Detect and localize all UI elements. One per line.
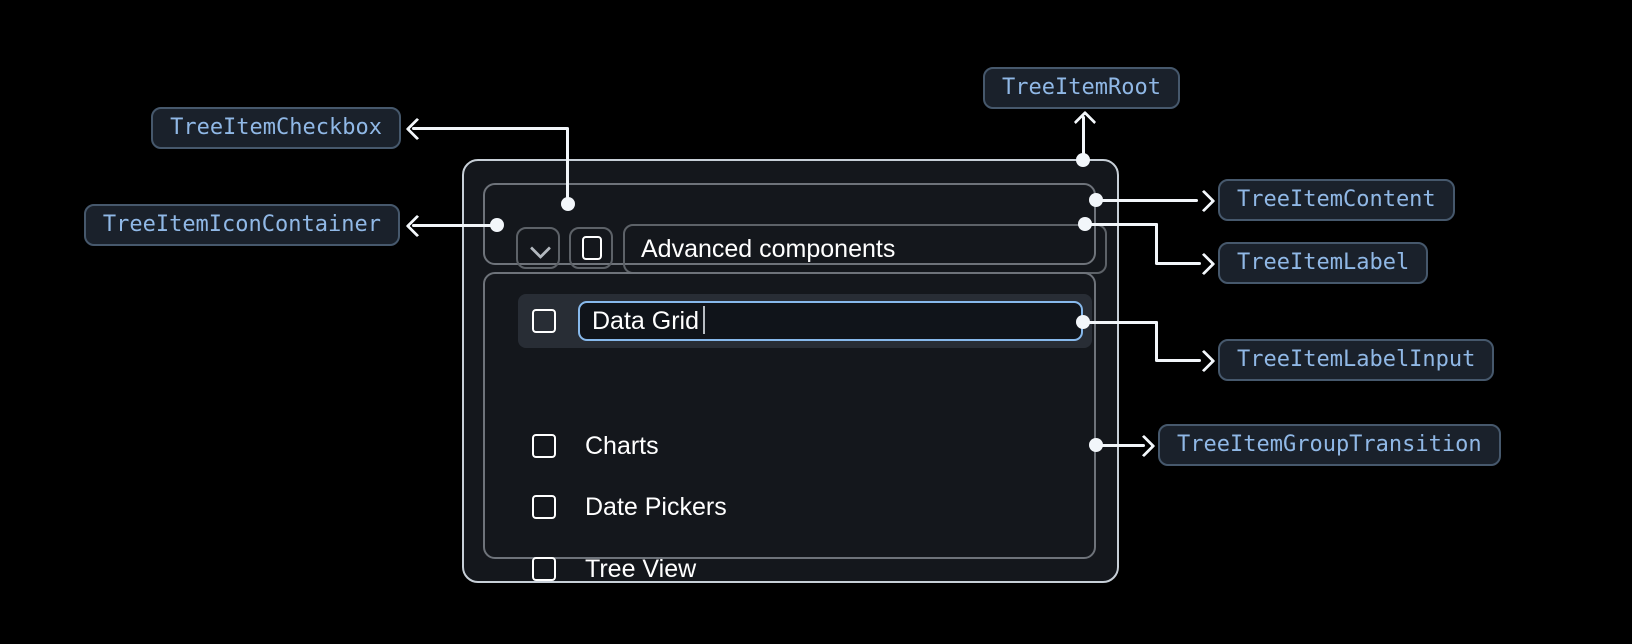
tree-item-row-date-pickers[interactable]: Date Pickers xyxy=(532,486,727,528)
badge-tree-item-group-transition: TreeItemGroupTransition xyxy=(1158,424,1501,466)
arrowhead-up-icon xyxy=(1073,110,1097,134)
checkbox-unchecked-icon[interactable] xyxy=(532,557,556,581)
connector-dot xyxy=(490,218,504,232)
tree-item-label-text: Date Pickers xyxy=(585,492,727,521)
tree-item-row-editing[interactable]: Data Grid xyxy=(518,294,1092,348)
tree-item-row-tree-view[interactable]: Tree View xyxy=(532,548,696,590)
arrowhead-right-icon xyxy=(1192,189,1216,213)
badge-tree-item-content: TreeItemContent xyxy=(1218,179,1455,221)
connector-line xyxy=(1155,358,1201,362)
connector-line xyxy=(566,126,569,205)
badge-tree-item-checkbox: TreeItemCheckbox xyxy=(151,107,401,149)
checkbox-unchecked-icon[interactable] xyxy=(532,434,556,458)
label-input-value: Data Grid xyxy=(592,307,699,335)
connector-line xyxy=(1085,222,1158,226)
connector-line xyxy=(1083,320,1158,324)
connector-line xyxy=(412,126,568,130)
connector-line xyxy=(1096,443,1145,447)
connector-line xyxy=(1082,116,1085,161)
checkbox-unchecked-icon xyxy=(582,236,602,260)
connector-line xyxy=(1155,320,1158,361)
tree-item-icon-container[interactable] xyxy=(516,227,560,269)
tree-item-group-transition: Data Grid Charts Date Pickers Tree View xyxy=(483,272,1096,583)
connector-dot xyxy=(561,197,575,211)
arrowhead-right-icon xyxy=(1192,252,1216,276)
connector-dot xyxy=(1076,153,1090,167)
arrowhead-right-icon xyxy=(1132,434,1156,458)
badge-tree-item-icon-container: TreeItemIconContainer xyxy=(83,204,400,246)
tree-item-label-input[interactable]: Data Grid xyxy=(578,301,1083,341)
connector-line xyxy=(412,223,498,227)
tree-item-label-text: Tree View xyxy=(585,554,697,583)
tree-item-content[interactable]: Advanced components xyxy=(483,183,1107,274)
chevron-down-icon xyxy=(529,237,552,260)
tree-item-label-text: Charts xyxy=(585,431,659,460)
tree-item-checkbox[interactable] xyxy=(569,227,613,269)
tree-item-label-text: Advanced components xyxy=(641,235,896,263)
checkbox-unchecked-icon[interactable] xyxy=(532,495,556,519)
tree-item-root: Advanced components Data Grid Charts Dat… xyxy=(462,159,1119,583)
badge-tree-item-label: TreeItemLabel xyxy=(1218,242,1429,284)
connector-line xyxy=(1155,222,1158,264)
checkbox-unchecked-icon[interactable] xyxy=(532,309,556,333)
tree-item-label: Advanced components xyxy=(623,224,1107,274)
tree-item-row-charts[interactable]: Charts xyxy=(532,425,659,467)
badge-tree-item-root: TreeItemRoot xyxy=(983,67,1180,109)
arrowhead-right-icon xyxy=(1192,349,1216,373)
connector-line xyxy=(1155,261,1201,265)
connector-line xyxy=(1096,198,1198,202)
badge-tree-item-label-input: TreeItemLabelInput xyxy=(1218,339,1495,381)
text-caret-icon xyxy=(702,306,706,334)
